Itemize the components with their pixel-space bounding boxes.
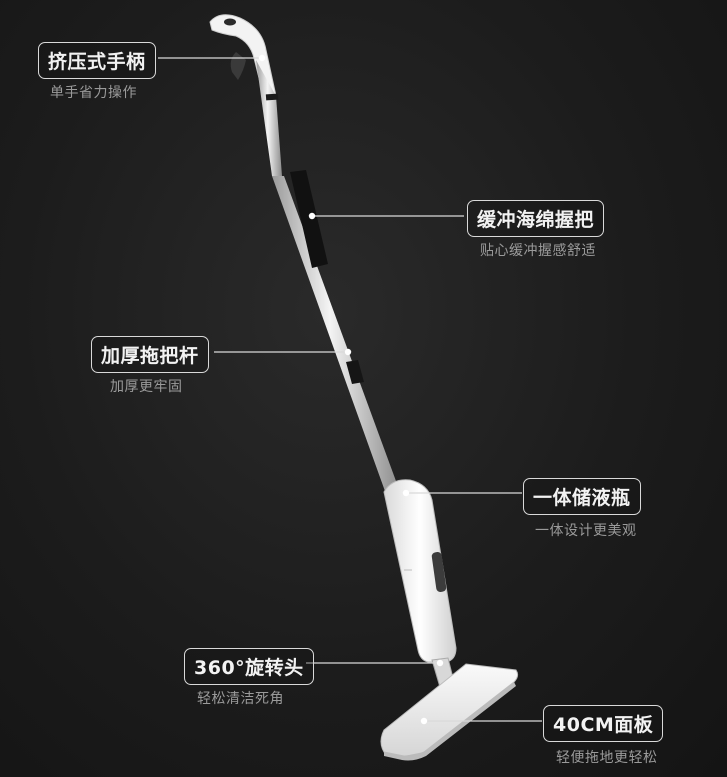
feature-title-rotating-head: 360°旋转头 <box>184 648 314 685</box>
feature-subtitle-panel: 轻便拖地更轻松 <box>556 750 658 766</box>
feature-title-bottle: 一体储液瓶 <box>523 478 641 515</box>
foam-grip <box>290 170 328 268</box>
feature-title-foam-grip: 缓冲海绵握把 <box>467 200 605 237</box>
feature-subtitle-thick-pole: 加厚更牢固 <box>110 379 183 395</box>
feature-title-thick-pole: 加厚拖把杆 <box>91 336 209 373</box>
feature-subtitle-foam-grip: 贴心缓冲握感舒适 <box>480 243 596 259</box>
feature-subtitle-rotating-head: 轻松清洁死角 <box>197 691 284 707</box>
feature-title-panel: 40CM面板 <box>543 705 664 742</box>
trigger <box>230 52 246 80</box>
feature-subtitle-squeeze-handle: 单手省力操作 <box>50 85 137 101</box>
feature-subtitle-bottle: 一体设计更美观 <box>535 523 637 539</box>
bottle <box>383 479 457 663</box>
mop-pad <box>380 663 519 757</box>
feature-title-squeeze-handle: 挤压式手柄 <box>38 42 156 79</box>
